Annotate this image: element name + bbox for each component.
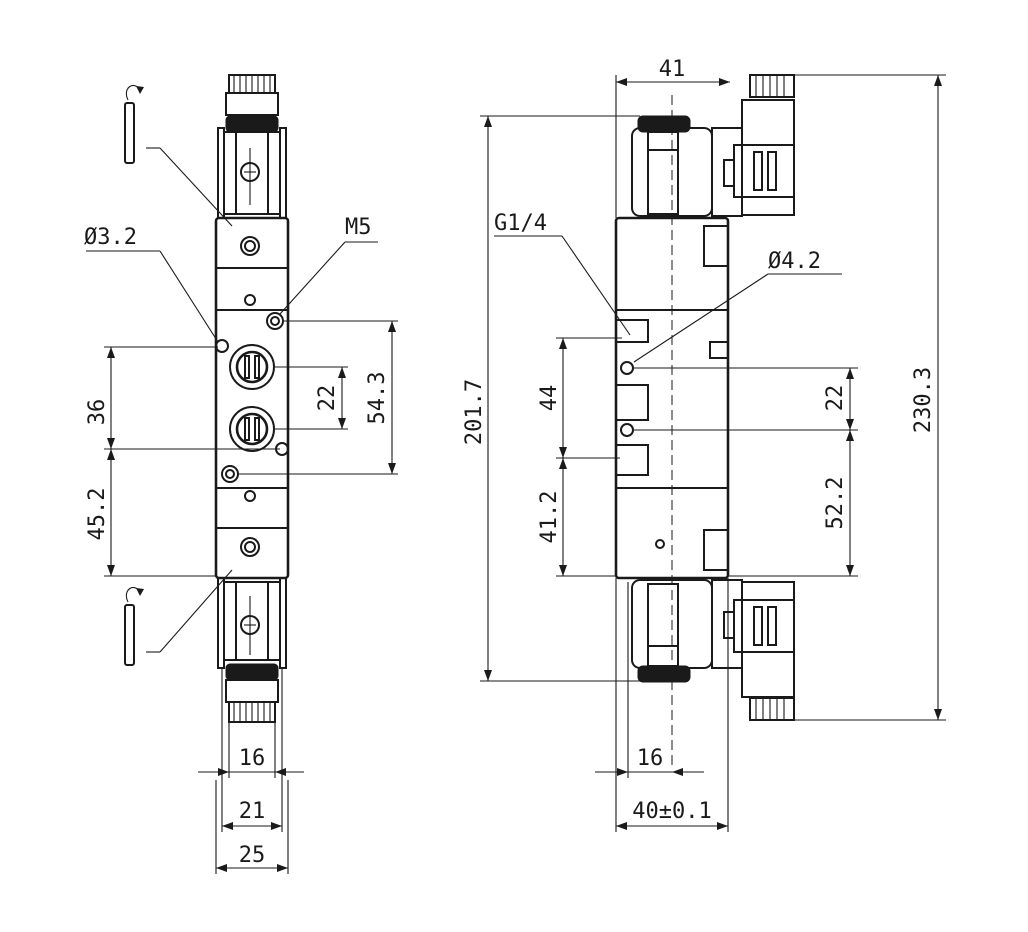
svg-text:54.3: 54.3 (365, 372, 390, 425)
pilot-thread-label: M5 (345, 215, 372, 240)
dim-54-3: 54.3 (238, 320, 398, 475)
dim-16-side: 16 (595, 582, 704, 778)
svg-text:230.3: 230.3 (911, 367, 936, 433)
manual-override-icon (124, 85, 233, 227)
port-thread-label: G1/4 (494, 211, 547, 236)
bottom-solenoid (217, 577, 287, 723)
dim-201-7: 201.7 (462, 115, 640, 682)
dim-36: 36 (85, 346, 280, 450)
svg-text:36: 36 (85, 399, 110, 426)
dim-52-2: 52.2 (728, 430, 858, 577)
dim-230-3: 230.3 (794, 74, 946, 721)
side-view: 41 201.7 230.3 G1/4 Ø4.2 (462, 57, 946, 832)
dim-44: 44 (537, 337, 622, 459)
dim-21: 21 (221, 668, 283, 832)
dim-22-side: 22 (634, 367, 858, 431)
top-actuator (631, 74, 795, 217)
port-dia-label: Ø3.2 (84, 225, 137, 250)
bottom-actuator (631, 579, 795, 721)
dim-45-2: 45.2 (85, 449, 216, 577)
svg-text:40±0.1: 40±0.1 (632, 799, 711, 824)
svg-text:44: 44 (537, 385, 562, 412)
dim-41: 41 (615, 57, 730, 218)
svg-text:41: 41 (659, 57, 686, 82)
dim-41-2: 41.2 (537, 458, 616, 577)
svg-text:16: 16 (637, 746, 664, 771)
svg-text:22: 22 (315, 385, 340, 412)
mount-dia-label: Ø4.2 (768, 249, 821, 274)
front-view: Ø3.2 M5 36 45.2 2 (84, 74, 398, 874)
valve-body-side (614, 216, 730, 580)
svg-text:201.7: 201.7 (462, 379, 487, 445)
svg-text:25: 25 (239, 843, 266, 868)
dim-22-front: 22 (274, 366, 348, 430)
dim-16-front: 16 (198, 722, 304, 778)
dim-25: 25 (215, 780, 289, 874)
port-lower (229, 406, 275, 452)
svg-text:22: 22 (823, 385, 848, 412)
svg-text:52.2: 52.2 (823, 477, 848, 530)
port-upper (229, 344, 275, 390)
svg-text:41.2: 41.2 (537, 491, 562, 544)
svg-text:16: 16 (239, 746, 266, 771)
svg-text:21: 21 (239, 799, 266, 824)
valve-body-front (214, 216, 290, 580)
manual-override-icon (124, 569, 233, 666)
svg-text:45.2: 45.2 (85, 488, 110, 541)
dim-40: 40±0.1 (615, 578, 729, 832)
top-solenoid (217, 74, 287, 219)
